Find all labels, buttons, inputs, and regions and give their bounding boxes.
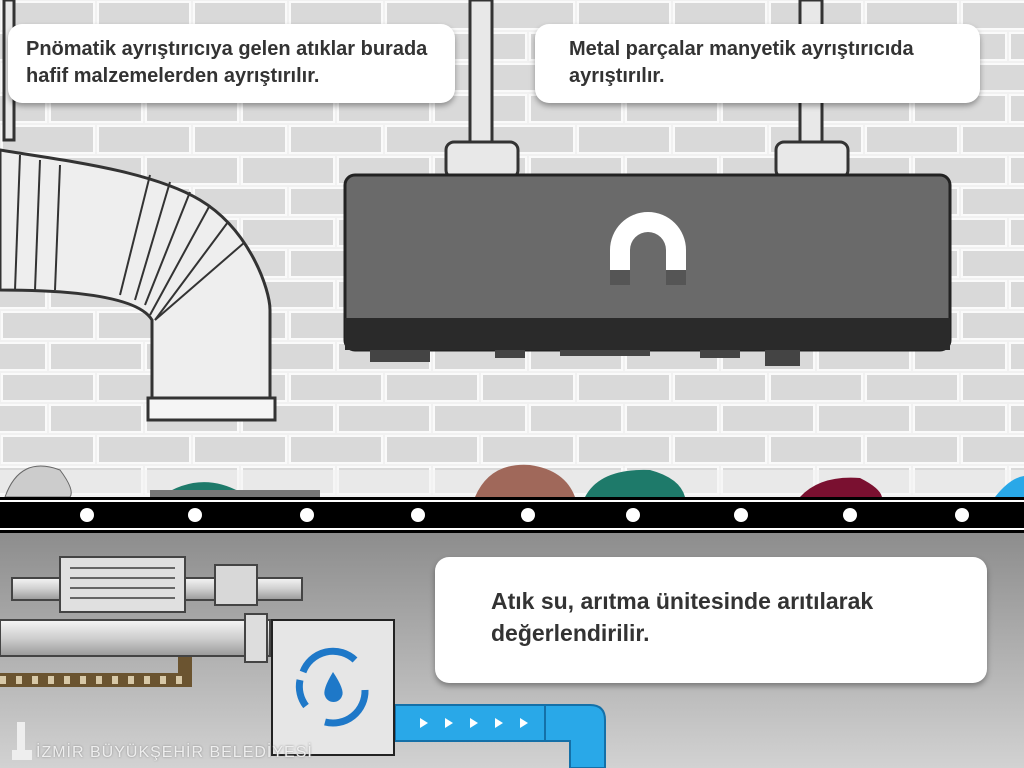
pneumatic-duct — [0, 148, 277, 422]
caption-pneumatic: Pnömatik ayrıştırıcıya gelen atıklar bur… — [8, 24, 455, 103]
caption-wastewater: Atık su, arıtma ünitesinde arıtılarak de… — [435, 557, 987, 683]
conveyor-belt — [0, 497, 1024, 533]
caption-magnetic: Metal parçalar manyetik ayrıştırıcıda ay… — [535, 24, 980, 103]
magnetic-separator — [343, 173, 952, 366]
treatment-pipes — [0, 556, 606, 768]
treatment-unit — [271, 619, 395, 756]
recycle-water-icon — [295, 647, 369, 727]
magnet-icon — [610, 212, 686, 285]
waste-piles — [4, 464, 1024, 498]
logo-tower-icon — [12, 722, 32, 760]
municipality-logo-text: İZMİR BÜYÜKŞEHİR BELEDİYESİ — [36, 744, 313, 761]
metal-scraps — [370, 350, 800, 366]
